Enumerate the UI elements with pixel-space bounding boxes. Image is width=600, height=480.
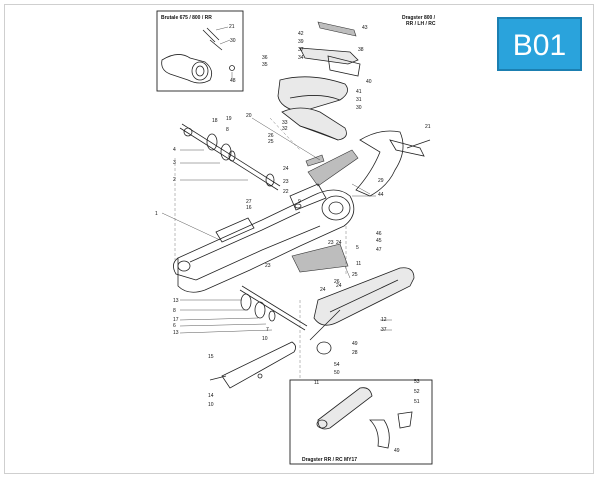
lower-chain-guard <box>291 243 349 273</box>
callout-10: 10 <box>262 336 268 342</box>
callout-22: 22 <box>283 189 289 195</box>
callout-8: 8 <box>173 308 176 314</box>
callout-36: 36 <box>262 55 268 61</box>
callout-20: 20 <box>246 113 252 119</box>
inset-br-50: 50 <box>334 370 340 376</box>
inset-br-49: 49 <box>394 448 400 454</box>
swingarm-body <box>173 183 355 293</box>
callout-26-b: 26 <box>334 279 340 285</box>
callout-21: 21 <box>425 124 431 130</box>
callout-37: 37 <box>298 47 304 53</box>
callout-25: 25 <box>268 139 274 145</box>
callout-24-d: 24 <box>336 283 342 289</box>
callout-3: 3 <box>173 160 176 166</box>
callout-9: 9 <box>298 199 301 205</box>
callout-45: 45 <box>376 238 382 244</box>
callout-42: 42 <box>298 31 304 37</box>
callout-40: 40 <box>366 79 372 85</box>
callout-29: 29 <box>378 178 384 184</box>
leader-lines <box>161 117 392 334</box>
bottom-chain-guard <box>209 341 296 389</box>
right-arm <box>355 130 431 197</box>
rear-fender-assembly <box>277 21 361 141</box>
callout-4: 4 <box>173 147 176 153</box>
inset-title-bottom-right: Dragster RR / RC MY17 <box>302 457 357 463</box>
callout-23-a: 23 <box>283 179 289 185</box>
callout-23-b: 23 <box>328 240 334 246</box>
callout-31: 31 <box>356 97 362 103</box>
inset-br-53: 53 <box>414 379 420 385</box>
inset-br-11: 11 <box>314 380 319 386</box>
callout-7: 7 <box>266 327 269 333</box>
callout-39: 39 <box>298 39 304 45</box>
callout-28: 28 <box>352 350 358 356</box>
callout-11: 11 <box>356 261 361 267</box>
callout-32: 32 <box>282 126 288 132</box>
callout-24-b: 24 <box>336 240 342 246</box>
callout-18: 18 <box>212 118 218 124</box>
callout-13-a: 13 <box>173 298 179 304</box>
chain-adjuster-plate <box>309 267 415 355</box>
inset-title-top-right-1: Dragster 800 /RR / LH / RC <box>402 15 436 27</box>
callout-10-b: 10 <box>208 402 214 408</box>
callout-6: 6 <box>173 323 176 329</box>
inset-bottom-right-parts <box>316 387 413 449</box>
callout-19: 19 <box>226 116 232 122</box>
callout-15: 15 <box>208 354 214 360</box>
callout-38: 38 <box>358 47 364 53</box>
inset-br-54: 54 <box>334 362 340 368</box>
inset-tl-callout-3: 48 <box>230 78 236 84</box>
callout-24-a: 24 <box>283 166 289 172</box>
inset-tl-callout-2: 30 <box>230 38 236 44</box>
callout-35: 35 <box>262 62 268 68</box>
callout-49: 49 <box>352 341 358 347</box>
callout-34: 34 <box>298 55 304 61</box>
callout-8-top: 8 <box>226 127 229 133</box>
callout-37-b: 37 <box>381 327 387 333</box>
callout-14: 14 <box>208 393 214 399</box>
callout-17: 17 <box>173 317 179 323</box>
callout-27: 27 <box>246 199 252 205</box>
small-pad <box>305 154 325 167</box>
page-code-badge: B01 <box>497 17 582 71</box>
callout-30: 30 <box>356 105 362 111</box>
callout-26: 26 <box>268 133 274 139</box>
callout-12: 12 <box>381 317 387 323</box>
callout-25-b: 25 <box>352 272 358 278</box>
inset-box-top-left <box>156 10 244 92</box>
callout-13-b: 13 <box>173 330 179 336</box>
inset-br-51: 51 <box>414 399 420 405</box>
callout-47: 47 <box>376 247 382 253</box>
inset-br-52: 52 <box>414 389 420 395</box>
inset-top-left-parts <box>161 26 235 84</box>
page-frame <box>4 4 594 474</box>
chain-slider <box>307 149 359 187</box>
inset-tl-callout-1: 21 <box>229 24 235 30</box>
callout-23-c: 23 <box>265 263 271 269</box>
callout-16: 16 <box>246 205 252 211</box>
callout-2: 2 <box>173 177 176 183</box>
callout-33: 33 <box>282 120 288 126</box>
callout-43: 43 <box>362 25 368 31</box>
callout-46: 46 <box>376 231 382 237</box>
callout-41: 41 <box>356 89 362 95</box>
callout-5: 5 <box>356 245 359 251</box>
callout-1: 1 <box>155 211 158 217</box>
callout-44: 44 <box>378 192 384 198</box>
inset-title-top-left: Brutale 675 / 800 / RR <box>161 15 212 21</box>
callout-24-c: 24 <box>320 287 326 293</box>
pivot-shaft <box>179 123 308 331</box>
